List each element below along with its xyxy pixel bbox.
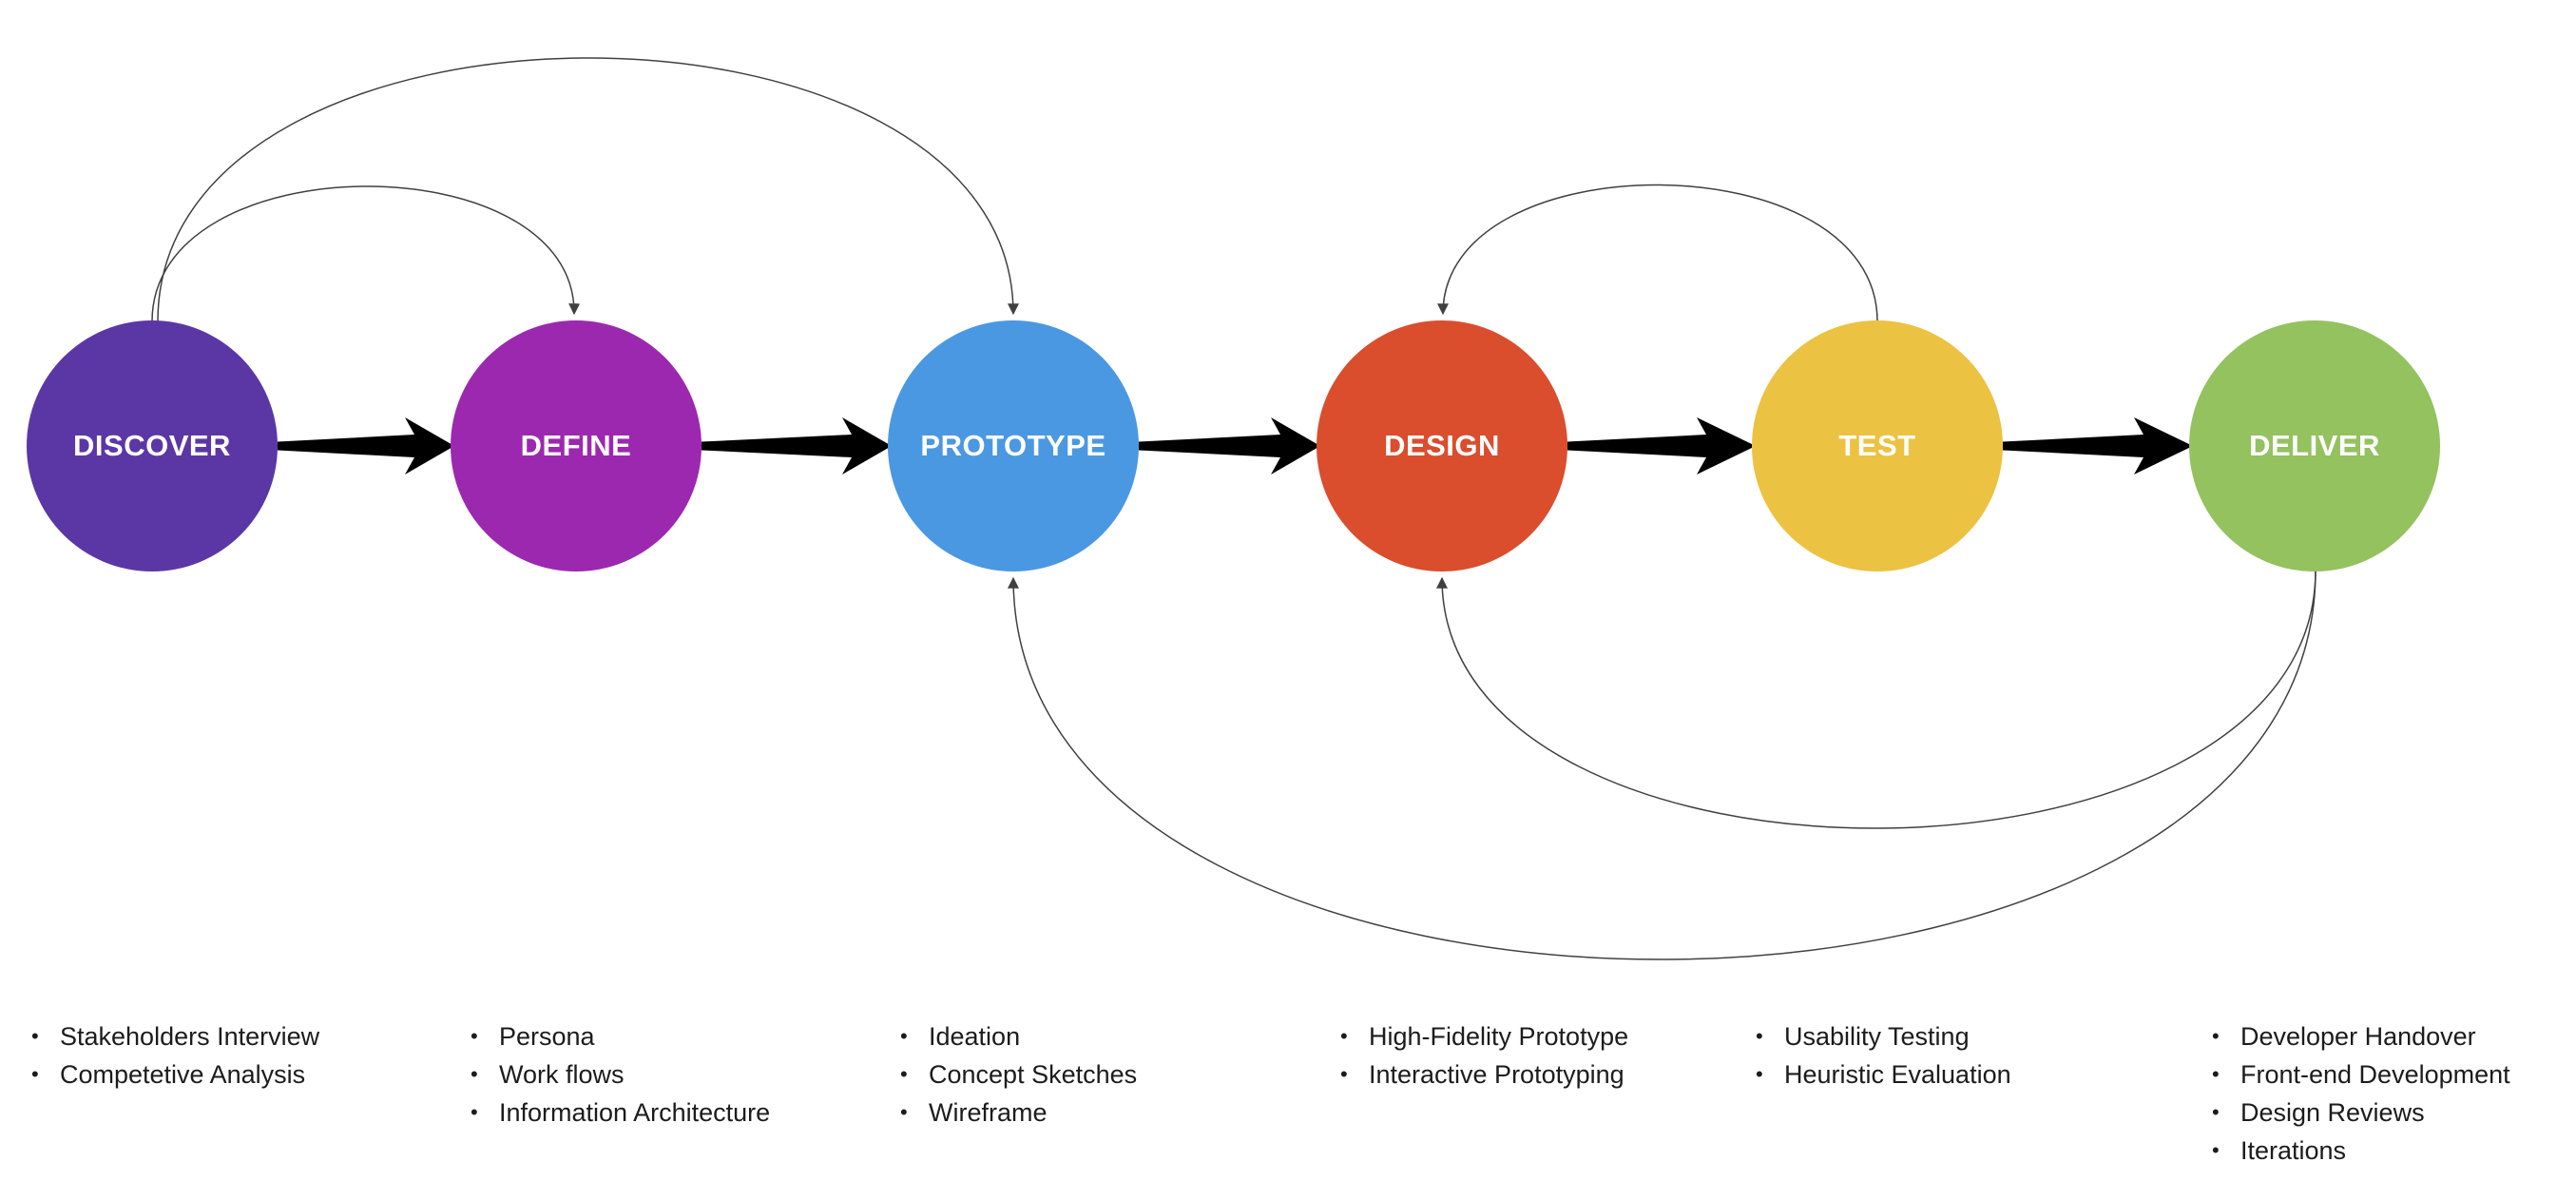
- list-item: High-Fidelity Prototype: [1337, 1017, 1756, 1055]
- stage-label-test: TEST: [1838, 429, 1916, 462]
- stage-list-deliver: Developer Handover Front-end Development…: [2209, 1017, 2576, 1170]
- list-item: Information Architecture: [468, 1094, 886, 1132]
- loop-discover-to-define: [151, 185, 581, 322]
- flow-arrow-define-prototype: [702, 417, 892, 474]
- flow-arrow-design-test: [1567, 417, 1756, 474]
- list-item: Wireframe: [897, 1094, 1316, 1132]
- list-item: Iterations: [2209, 1132, 2576, 1170]
- list-item: Front-end Development: [2209, 1055, 2576, 1094]
- stage-label-design: DESIGN: [1384, 429, 1500, 462]
- stage-list-design: High-Fidelity Prototype Interactive Prot…: [1337, 1017, 1756, 1094]
- list-item: Developer Handover: [2209, 1017, 2576, 1055]
- list-item: Heuristic Evaluation: [1753, 1055, 2171, 1094]
- stage-node-prototype: PROTOTYPE: [888, 320, 1139, 571]
- stage-node-design: DESIGN: [1317, 320, 1567, 571]
- list-item: Work flows: [468, 1055, 886, 1094]
- stage-label-deliver: DELIVER: [2249, 429, 2380, 462]
- list-item: Design Reviews: [2209, 1094, 2576, 1132]
- stage-node-deliver: DELIVER: [2189, 320, 2440, 571]
- stage-list-define: Persona Work flows Information Architect…: [468, 1017, 886, 1132]
- list-item: Usability Testing: [1753, 1017, 2171, 1055]
- list-item: Interactive Prototyping: [1337, 1055, 1756, 1094]
- list-item: Ideation: [897, 1017, 1316, 1055]
- list-item: Stakeholders Interview: [29, 1017, 447, 1055]
- stage-label-define: DEFINE: [520, 429, 632, 462]
- stage-list-test: Usability Testing Heuristic Evaluation: [1753, 1017, 2171, 1094]
- loop-test-to-design: [1437, 184, 1878, 322]
- loop-deliver-to-prototype: [1008, 570, 2316, 960]
- flow-arrow-discover-define: [278, 417, 454, 474]
- list-item: Competetive Analysis: [29, 1055, 447, 1094]
- stage-node-discover: DISCOVER: [27, 320, 278, 571]
- stage-list-discover: Stakeholders Interview Competetive Analy…: [29, 1017, 447, 1094]
- stage-label-prototype: PROTOTYPE: [920, 429, 1106, 462]
- stage-label-discover: DISCOVER: [73, 429, 231, 462]
- loop-deliver-to-design: [1436, 570, 2316, 829]
- stage-list-prototype: Ideation Concept Sketches Wireframe: [897, 1017, 1316, 1132]
- flow-arrow-test-deliver: [2003, 417, 2193, 474]
- list-item: Persona: [468, 1017, 886, 1055]
- stage-node-test: TEST: [1752, 320, 2003, 571]
- flow-arrow-prototype-design: [1139, 417, 1320, 474]
- list-item: Concept Sketches: [897, 1055, 1316, 1094]
- stage-node-define: DEFINE: [451, 320, 702, 571]
- loop-discover-to-prototype: [157, 57, 1019, 322]
